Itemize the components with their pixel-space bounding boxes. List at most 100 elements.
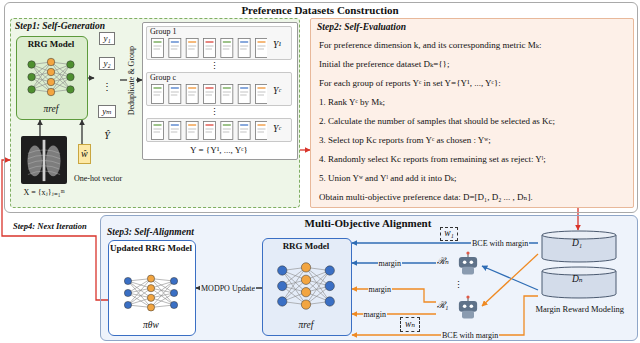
- docs-icon-part: [188, 132, 195, 133]
- net-icon-part: [301, 300, 310, 309]
- docs-icon-part: [258, 92, 266, 93]
- connector: [482, 254, 538, 306]
- robot-icon-part: [470, 304, 474, 308]
- xray-icon-part: [21, 136, 67, 184]
- net-icon-part: [301, 275, 310, 284]
- docs-icon-part: [171, 95, 178, 96]
- one-hot-vector: ŵOne-hot vector: [74, 144, 138, 188]
- panel-fill: [142, 22, 298, 160]
- docs-icon-part: [171, 132, 178, 133]
- panel-fill: [146, 72, 292, 106]
- docs-icon-part: [256, 122, 268, 140]
- docs-icon-part: [206, 92, 214, 93]
- net-icon-part: [325, 266, 334, 275]
- docs-icon-part: [221, 85, 233, 104]
- docs-icon-part: [258, 46, 266, 47]
- docs-icon-part: [240, 132, 247, 133]
- docs-icon-part: [206, 49, 213, 50]
- docs-icon-part: [238, 85, 250, 104]
- docs-icon-part: [154, 87, 162, 88]
- docs-icon-part: [258, 129, 266, 130]
- report-group: Group 1Y¹: [146, 26, 292, 60]
- docs-icon-part: [154, 129, 162, 130]
- section-band: Preference Datasets ConstructionStep1: S…: [4, 2, 638, 213]
- docs-icon: [151, 121, 267, 140]
- docs-icon-part: [206, 41, 214, 42]
- docs-icon-part: [258, 124, 266, 125]
- section-band: Multi-Objective AlignmentStep3: Self-Ali…: [100, 215, 638, 341]
- edge-label: margin: [363, 310, 388, 319]
- docs-icon-part: [154, 49, 161, 50]
- edge-label: MODPO Update: [200, 284, 256, 293]
- docs-icon-part: [186, 122, 198, 140]
- net-icon-part: [325, 297, 334, 306]
- net-icon-part: [170, 277, 177, 284]
- node-text: Group 1: [150, 27, 176, 37]
- robot-icon-part: [466, 251, 469, 254]
- dataset-stack: D₁Dₙ: [538, 230, 620, 300]
- panel-fill: [16, 36, 88, 120]
- node-text: RRG Model: [263, 241, 349, 252]
- node-text: Yᶜ: [273, 86, 281, 97]
- node-text: 2. Calculate the number of samples that …: [319, 116, 555, 127]
- node-text: Step1: Self-Generation: [15, 21, 105, 32]
- docs-icon-part: [152, 122, 164, 140]
- docs-icon-part: [171, 92, 179, 93]
- node-text: πref: [263, 320, 349, 331]
- panel-fill: [310, 18, 634, 208]
- docs-icon-part: [152, 85, 164, 104]
- docs-icon-part: [206, 95, 213, 96]
- node-text: πθw: [109, 320, 193, 331]
- connector: [577, 208, 578, 230]
- step-panel: Step2: Self-EvaluationFor preference dim…: [310, 18, 634, 208]
- ellipsis-mark: ⋮: [454, 281, 463, 290]
- robot-icon-part: [459, 301, 477, 312]
- connector: [352, 296, 538, 335]
- robot-icon-part: [463, 304, 467, 308]
- node-text: X = {xⱼ}ⱼ₌₁ᵐ: [14, 188, 74, 198]
- node-text: Step3: Self-Alignment: [107, 227, 194, 238]
- node-text: yₘ: [98, 105, 116, 118]
- robot-icon-part: [466, 295, 469, 298]
- net-icon-part: [147, 304, 154, 311]
- connector: [88, 77, 94, 78]
- step-panel: Step1: Self-GenerationRRG Modelπrefy₁y₂⋮…: [10, 18, 300, 208]
- docs-icon-part: [206, 87, 214, 88]
- docs-icon-part: [188, 124, 196, 125]
- docs-icon-part: [206, 124, 214, 125]
- net-icon-part: [67, 61, 75, 69]
- caption-label: Margin Reward Modeling: [536, 305, 625, 314]
- docs-icon-part: [238, 39, 250, 58]
- docs-icon: [151, 84, 267, 104]
- node-text: 4. Randomly select Kc reports from remai…: [319, 154, 546, 165]
- docs-icon-part: [206, 132, 213, 133]
- docs-icon-part: [188, 46, 196, 47]
- edge-label: Deduplicate & Group: [127, 44, 136, 115]
- robot-icon-part: [462, 267, 474, 275]
- net-icon: [119, 269, 183, 317]
- docs-icon-part: [256, 39, 268, 58]
- net-icon-part: [28, 86, 35, 94]
- edge-label: BCE with margin: [441, 331, 499, 340]
- net-icon: [273, 255, 339, 317]
- node-text: Group c: [150, 73, 176, 83]
- net-icon-part: [47, 78, 55, 86]
- docs-icon-part: [256, 85, 268, 104]
- node-text: 5. Union Yʷ and Yˡ and add it into Dₖ;: [319, 173, 456, 184]
- node-text: D₁: [572, 238, 582, 249]
- panel-fill: [10, 18, 300, 208]
- docs-icon-part: [169, 122, 181, 140]
- docs-icon-part: [171, 41, 179, 42]
- docs-icon-part: [238, 122, 250, 140]
- net-icon-part: [28, 73, 35, 81]
- docs-icon-part: [169, 39, 181, 58]
- docs-icon-part: [206, 129, 214, 130]
- net-icon-part: [47, 88, 55, 96]
- weight-box: wₙ: [400, 317, 420, 332]
- docs-icon-part: [223, 49, 230, 50]
- panel-fill: [146, 26, 292, 60]
- report-stack: y₁y₂⋮yₘŶ: [94, 32, 120, 142]
- db-icon-part: [542, 231, 616, 239]
- docs-icon-part: [154, 124, 162, 125]
